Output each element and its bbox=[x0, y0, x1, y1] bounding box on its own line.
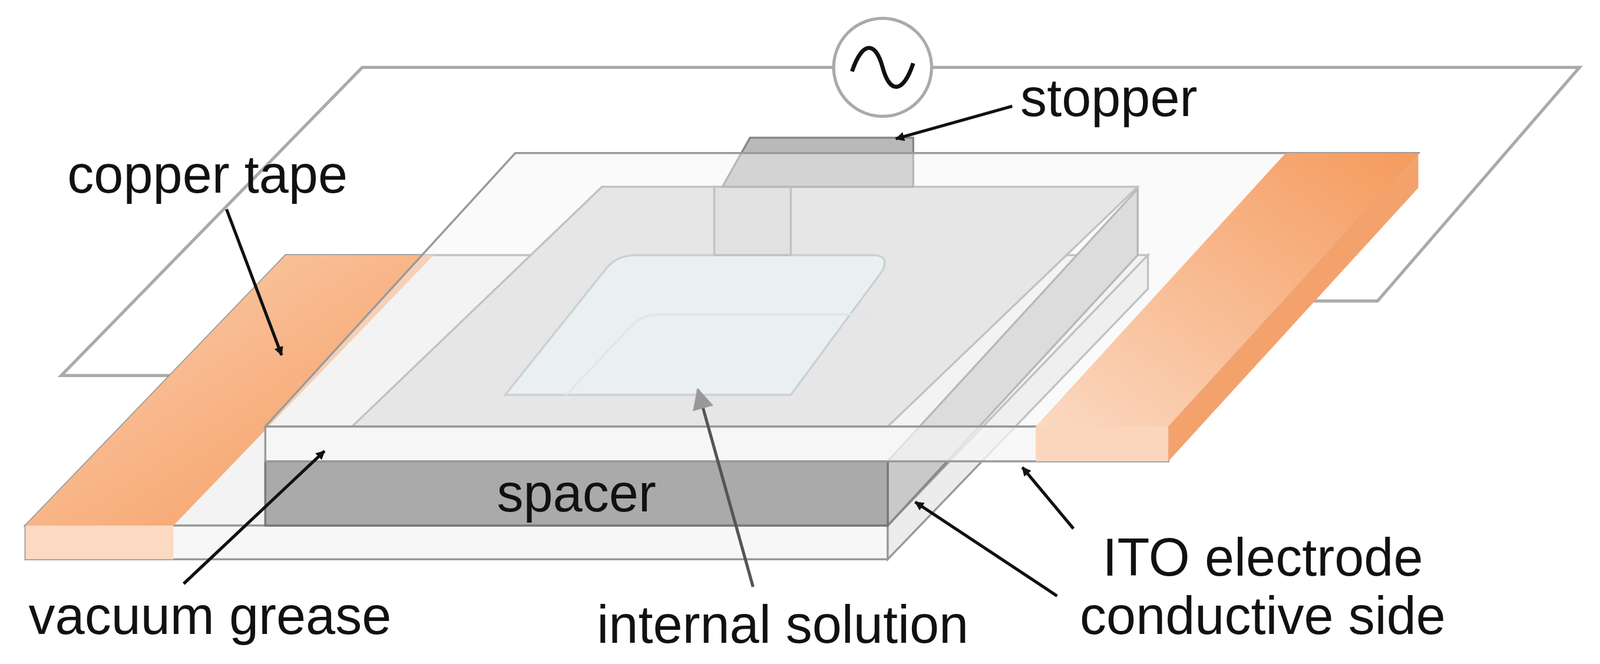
leader-top-electrode bbox=[1022, 467, 1074, 529]
leader-copper-tape bbox=[226, 209, 283, 356]
leader-internal-solution bbox=[698, 389, 754, 587]
part-label: ITO electrode conductive side bbox=[1050, 528, 1475, 646]
copper-tape-right-side bbox=[1168, 153, 1418, 462]
bottom-electrode-edge bbox=[25, 525, 888, 560]
spacer-label-box: spacer bbox=[265, 461, 888, 526]
part-label: vacuum grease bbox=[28, 586, 392, 646]
ac-source bbox=[833, 18, 932, 117]
leader-vacuum-grease bbox=[183, 451, 325, 584]
ac-symbol bbox=[851, 47, 914, 87]
leader-bottom-electrode bbox=[915, 501, 1058, 596]
part-label: copper tape bbox=[67, 146, 348, 205]
leader-stopper bbox=[896, 106, 1013, 139]
part-label: stopper bbox=[1020, 69, 1198, 128]
top-electrode bbox=[265, 153, 1418, 427]
part-label: internal solution bbox=[596, 596, 969, 655]
copper-tape-right-edge bbox=[1035, 426, 1169, 462]
copper-tape-left-edge bbox=[25, 525, 174, 560]
part-label: spacer bbox=[496, 464, 656, 523]
spacer-front bbox=[265, 461, 888, 526]
